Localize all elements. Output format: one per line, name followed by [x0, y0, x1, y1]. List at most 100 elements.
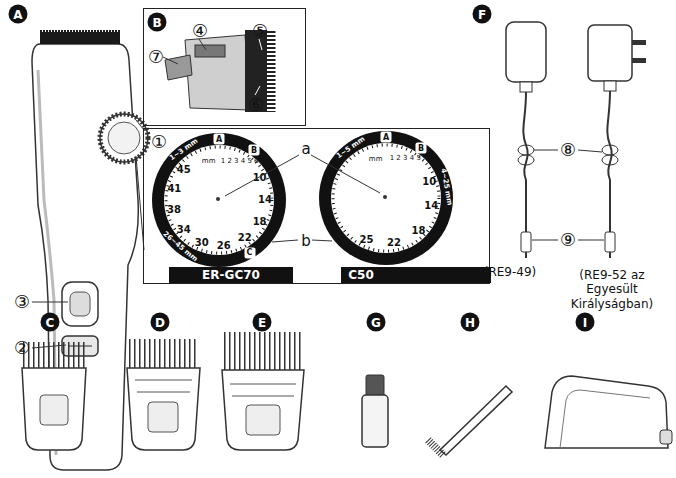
comb-slot	[246, 405, 280, 435]
dial-scale: 1 2 3 4 5	[390, 155, 421, 162]
adapter-prong	[632, 58, 646, 63]
part-letter: C	[41, 313, 60, 332]
detail-frame: 1~3 mmABmm1 2 3 4 5 61014182226303438414…	[143, 128, 490, 284]
clipper-dial-center	[108, 122, 140, 154]
cord	[523, 92, 527, 232]
model-note: (RE9-52 az Egyesült Királyságban)	[562, 268, 662, 311]
dial-number: 25	[360, 235, 374, 245]
callout-number: ①	[151, 133, 167, 151]
dial-ring	[152, 133, 286, 267]
brush-handle	[440, 386, 512, 455]
leader-line	[32, 302, 68, 303]
leader-line	[534, 150, 558, 151]
dial-ring	[319, 131, 453, 265]
part-letter: D	[151, 313, 170, 332]
comb-letter: C	[244, 247, 255, 258]
adapter	[588, 25, 632, 81]
leader-line	[532, 240, 558, 241]
model-bar: ER-GC70	[169, 267, 293, 283]
adapter	[506, 22, 546, 82]
bottle-cap	[366, 375, 384, 397]
callout-letter: b	[301, 234, 311, 249]
adapter-neck	[520, 82, 532, 92]
part-letter: H	[461, 313, 480, 332]
detail-frame: B④⑤⑥⑦	[143, 8, 306, 126]
unit-label: mm	[202, 158, 216, 165]
unit-label: mm	[369, 156, 383, 163]
length-dial: 1~3 mmABmm1 2 3 4 5 61014182226303438414…	[151, 132, 287, 268]
plug	[521, 232, 531, 252]
dial-hub	[216, 197, 220, 201]
leader-line	[311, 155, 380, 193]
dial-number: 10	[253, 173, 267, 183]
cleaning-tool-knob	[660, 430, 672, 444]
adapter-neck	[604, 81, 616, 91]
comb-letter: A	[214, 134, 225, 145]
plug-tip	[525, 252, 527, 258]
model-name: ER-GC70	[202, 269, 260, 281]
length-dial: 1~5 mmAB4~25 mmmm1 2 3 4 51014182225	[318, 130, 454, 266]
dial-number: 18	[412, 226, 426, 236]
callout-number: ⑤	[252, 22, 268, 40]
leader-line	[199, 39, 206, 50]
callout-number: ③	[14, 293, 30, 311]
dial-ticks	[166, 147, 272, 253]
callout-number: ②	[14, 339, 30, 357]
part-letter: A	[9, 5, 28, 24]
leader-line	[312, 240, 332, 241]
comb-letter: A	[381, 132, 392, 143]
dial-number: 34	[177, 225, 191, 235]
model-name: C50	[348, 269, 374, 281]
dial-number: 41	[167, 184, 181, 194]
comb-teeth	[23, 342, 86, 370]
comb-teeth	[224, 332, 302, 372]
callout-number: ⑦	[148, 48, 164, 66]
clipper-dial	[100, 114, 148, 162]
dial-number: 14	[424, 201, 438, 211]
callout-number: ⑨	[560, 231, 576, 249]
leader-line	[255, 86, 260, 95]
comb-slot	[40, 395, 68, 425]
clipper-blade	[40, 30, 120, 44]
blade-teeth	[42, 30, 118, 32]
dial-number: 18	[253, 217, 267, 227]
part-letter: G	[367, 313, 386, 332]
adapter-prong	[632, 40, 646, 45]
cord-coil	[518, 155, 534, 165]
leader-line	[163, 57, 178, 64]
part-letter: B	[148, 13, 167, 32]
model-note: (RE9-49)	[484, 266, 537, 278]
power-switch	[62, 282, 98, 326]
bottle-body	[362, 395, 388, 447]
callout-number: ⑧	[560, 141, 576, 159]
blade-top	[195, 45, 225, 57]
leader-line	[578, 150, 602, 152]
dial-outline	[318, 130, 454, 266]
comb-step	[230, 384, 296, 396]
blade-body	[185, 35, 250, 110]
dial-number: 26	[217, 241, 231, 251]
dial-number: 22	[387, 238, 401, 248]
dial-ticks	[333, 145, 439, 251]
leader-line	[225, 155, 299, 196]
cleaning-tool	[545, 376, 668, 448]
clipper-body	[32, 44, 138, 470]
charge-lamp-line	[68, 345, 92, 347]
cord-coil	[602, 155, 618, 165]
dial-scale: 1 2 3 4 5 6	[221, 158, 259, 165]
part-letter: I	[576, 313, 595, 332]
dial-hub	[383, 195, 387, 199]
dial-face	[164, 145, 274, 255]
cord-coil	[602, 145, 618, 155]
plug-tip	[609, 252, 611, 258]
dial-number: 14	[258, 195, 272, 205]
comb-step	[135, 380, 192, 392]
callout-number: ⑥	[248, 96, 264, 114]
blade-comb-teeth	[267, 31, 276, 112]
leader-line	[259, 39, 262, 50]
leader-line	[578, 240, 604, 241]
plug	[605, 232, 615, 252]
cord-coil	[518, 145, 534, 155]
power-switch-knob	[70, 292, 90, 316]
